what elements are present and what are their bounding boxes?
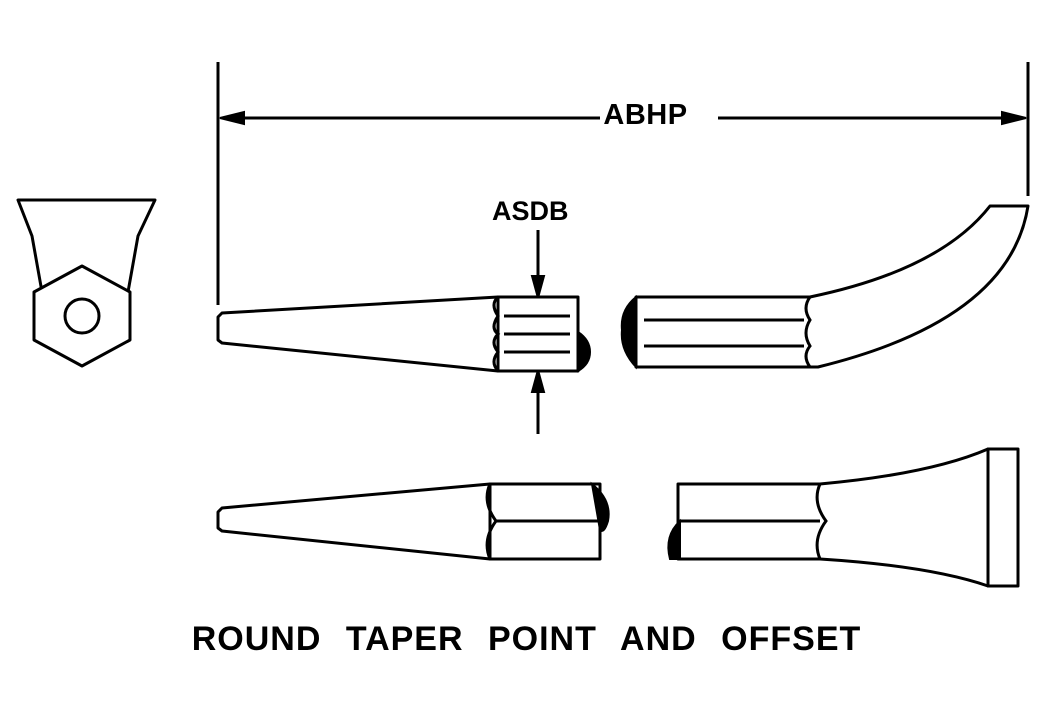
side-view-offset-section [620, 204, 1030, 370]
shank-facets [678, 483, 828, 560]
abhp-arrowhead-right [1001, 110, 1027, 126]
break-mark [667, 518, 681, 560]
break-mark [577, 330, 592, 373]
taper-point-profile [216, 482, 492, 561]
taper-point-profile [216, 295, 500, 373]
side-view-point-section [216, 295, 592, 373]
head-end-cap [986, 447, 1020, 588]
abhp-dimension [216, 62, 1030, 305]
break-mark [590, 481, 610, 532]
plan-view-offset-section [667, 447, 1020, 588]
end-view [16, 198, 157, 368]
abhp-label: ABHP [603, 99, 688, 131]
asdb-arrowhead-bottom [530, 366, 546, 393]
end-view-center-hole [63, 297, 101, 335]
flared-head-profile [676, 447, 990, 588]
offset-end-profile [634, 204, 1030, 369]
plan-view-point-section [216, 481, 610, 561]
hex-shank-facets [492, 295, 570, 372]
break-mark [620, 294, 637, 370]
abhp-arrowhead-left [219, 110, 245, 126]
drawing-caption: ROUND TAPER POINT AND OFFSET [191, 620, 862, 658]
offset-shank-facets [644, 296, 812, 368]
asdb-arrowhead-top [530, 275, 546, 302]
asdb-label: ASDB [492, 196, 569, 226]
asdb-dimension [530, 230, 546, 434]
hex-shank-facets [485, 483, 600, 560]
